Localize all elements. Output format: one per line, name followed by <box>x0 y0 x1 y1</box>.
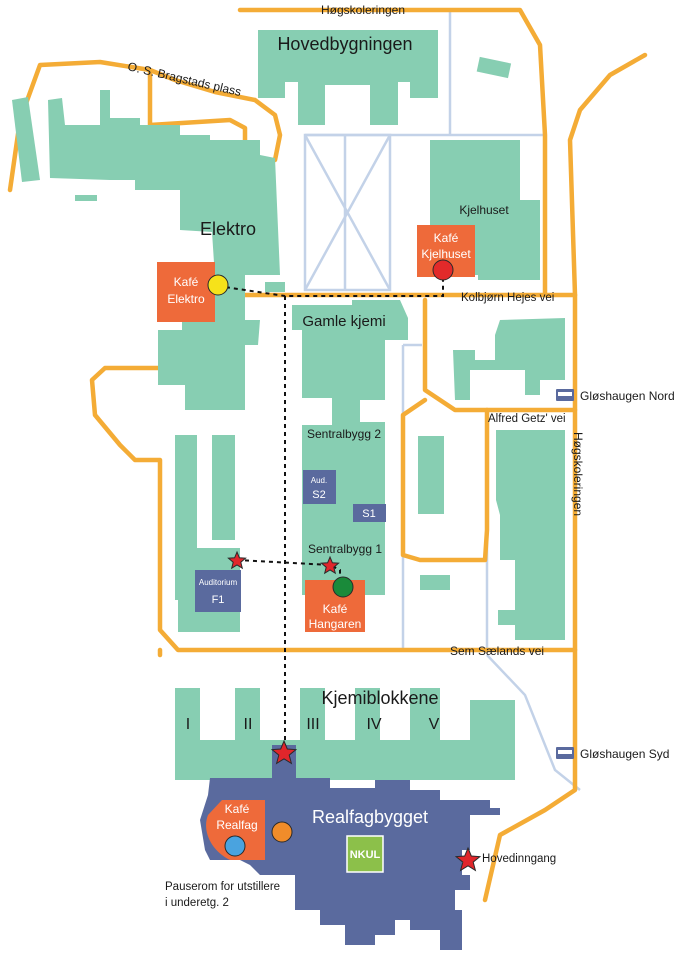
star-icon <box>454 846 482 872</box>
label-kjelhuset: Kjelhuset <box>459 203 509 217</box>
aud-f1-label-1: Auditorium <box>199 578 238 587</box>
cafe-elektro-box <box>157 262 215 322</box>
cafe-kjelhuset-label-2: Kjelhuset <box>421 247 471 261</box>
dotted-route <box>217 278 444 745</box>
cafe-hangaren-label-2: Hangaren <box>309 617 362 631</box>
aud-f1-box <box>195 570 241 612</box>
road-bragstads-plass <box>7 59 283 193</box>
star-icon <box>270 739 298 765</box>
label-elektro: Elektro <box>200 219 256 239</box>
pauserom-label-1: Pauserom for utstillere <box>165 881 280 893</box>
cafe-elektro-label-1: Kafé <box>174 275 199 289</box>
cafe-kjelhuset-marker <box>432 259 454 281</box>
road-alfred-getz-vei <box>422 297 578 413</box>
bus-stop-north-label: Gløshaugen Nord <box>580 389 675 403</box>
label-sentralbygg-2: Sentralbygg 2 <box>307 427 381 441</box>
street-hogskoleringen-top: Høgskoleringen <box>321 3 405 17</box>
aud-s2-label-2: S2 <box>312 489 325 501</box>
cafe-realfag-marker <box>224 835 246 857</box>
cafe-elektro-label-2: Elektro <box>167 292 205 306</box>
cafe-elektro-marker <box>207 274 229 296</box>
label-kjemiblokkene: Kjemiblokkene <box>321 688 438 708</box>
cafe-hangaren-marker <box>332 576 354 598</box>
building-kjemiblokkene <box>175 688 515 780</box>
aud-s1-box <box>353 504 386 522</box>
pauserom-marker <box>271 821 293 843</box>
nkul-box <box>346 835 384 873</box>
street-kolbjorn-hejes-vei: Kolbjørn Hejes vei <box>461 292 554 304</box>
road-east-ring <box>482 52 648 903</box>
label-gamle-kjemi: Gamle kjemi <box>302 313 385 330</box>
cafe-hangaren-label-1: Kafé <box>323 602 348 616</box>
cafe-realfag-box <box>206 800 265 860</box>
road-loop <box>400 397 490 563</box>
hovedinngang-label: Hovedinngang <box>482 853 556 865</box>
label-nkul: NKUL <box>350 849 381 861</box>
cafe-realfag-label-1: Kafé <box>225 802 250 816</box>
bus-icon <box>556 389 574 401</box>
building-hovedbygningen <box>258 30 438 125</box>
road-hogskoleringen-north <box>237 7 548 298</box>
star-icon <box>320 555 340 575</box>
label-kjemi-2: II <box>244 716 253 733</box>
cafe-realfag-label-2: Realfag <box>216 818 257 832</box>
aud-s1-label: S1 <box>362 508 375 520</box>
bus-icon <box>556 747 574 759</box>
star-icon <box>227 550 247 570</box>
building-elektro <box>12 97 40 182</box>
street-bragstads-plass: O. S. Bragstads plass <box>126 59 242 99</box>
building-small-ne <box>476 56 512 79</box>
cafe-kjelhuset-label-1: Kafé <box>434 231 459 245</box>
street-hogskoleringen-side: Høgskoleringen <box>571 432 585 516</box>
aud-s2-box <box>303 470 336 504</box>
label-sentralbygg-1: Sentralbygg 1 <box>308 542 382 556</box>
label-kjemi-3: III <box>306 716 319 733</box>
bus-stop-south-label: Gløshaugen Syd <box>580 747 669 761</box>
street-alfred-getz-vei: Alfred Getz' vei <box>488 413 566 425</box>
aud-f1-label-2: F1 <box>212 594 225 606</box>
label-hovedbygningen: Hovedbygningen <box>277 34 412 54</box>
street-sem-saelands-vei: Sem Sælands vei <box>450 644 544 658</box>
aud-s2-label-1: Aud. <box>311 476 327 485</box>
label-realfagbygget: Realfagbygget <box>312 807 428 827</box>
label-kjemi-4: IV <box>366 716 381 733</box>
road-sem-saelands-vei <box>89 365 578 653</box>
label-kjemi-5: V <box>429 716 440 733</box>
label-kjemi-1: I <box>186 716 190 733</box>
pauserom-label-2: i underetg. 2 <box>165 897 229 909</box>
